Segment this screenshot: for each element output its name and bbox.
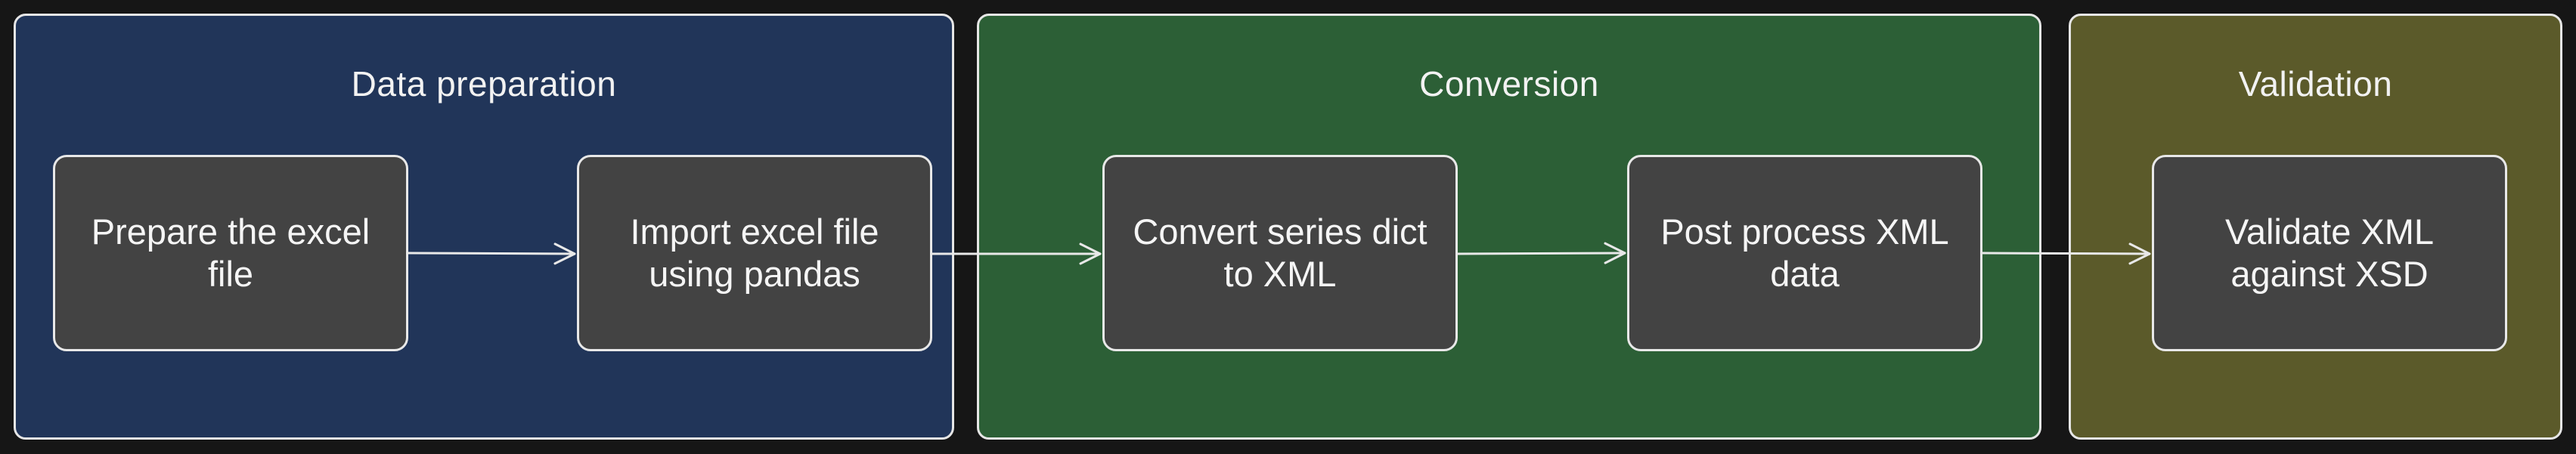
node-convert-series-to-xml[interactable]: Convert series dict to XML <box>1102 155 1458 351</box>
group-title-validation: Validation <box>2238 64 2393 103</box>
node-prepare-excel-file[interactable]: Prepare the excel file <box>53 155 408 351</box>
group-title-data-preparation: Data preparation <box>351 64 617 103</box>
node-post-process-xml[interactable]: Post process XML data <box>1627 155 1982 351</box>
group-title-conversion: Conversion <box>1419 64 1599 103</box>
node-validate-xml-xsd[interactable]: Validate XML against XSD <box>2152 155 2507 351</box>
node-import-excel-pandas[interactable]: Import excel file using pandas <box>577 155 932 351</box>
